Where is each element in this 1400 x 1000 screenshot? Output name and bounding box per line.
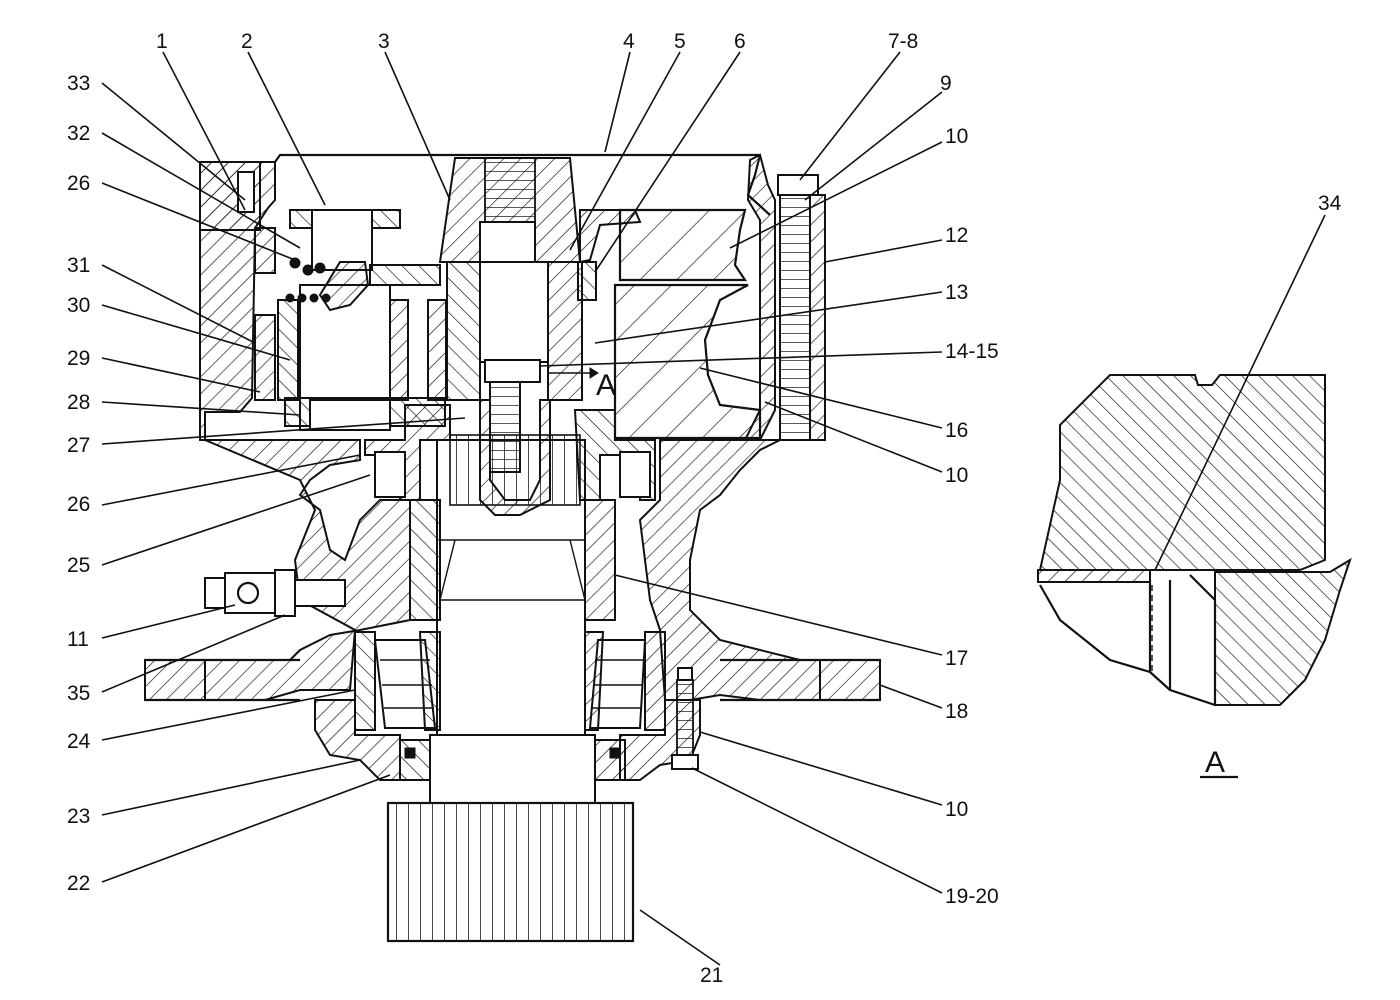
carrier-lower-plate <box>364 404 451 501</box>
callout-27: 27 <box>67 434 90 457</box>
callout-3: 3 <box>378 30 390 53</box>
callout-1: 1 <box>156 30 168 53</box>
callout-7-8: 7-8 <box>888 30 918 53</box>
flange-body <box>145 658 880 702</box>
section-marker-a: A <box>596 369 616 402</box>
detail-view-label: A <box>1205 746 1225 779</box>
callout-32: 32 <box>67 122 90 145</box>
main-section-view: A <box>144 153 881 943</box>
main-housing-left <box>204 439 411 701</box>
breather-fitting <box>204 569 346 617</box>
carrier-lower-plate-right <box>573 409 656 501</box>
shaft-sleeve-right <box>584 499 616 621</box>
callout-17: 17 <box>945 647 968 670</box>
callout-9: 9 <box>940 72 952 95</box>
callout-14-15: 14-15 <box>945 340 999 363</box>
callout-10-top: 10 <box>945 125 968 148</box>
callout-29: 29 <box>67 347 90 370</box>
flange-left-lug <box>144 659 206 701</box>
callout-25: 25 <box>67 554 90 577</box>
callout-2: 2 <box>241 30 253 53</box>
callout-28: 28 <box>67 391 90 414</box>
callout-26-top: 26 <box>67 172 90 195</box>
upper-housing-right-wall <box>743 153 776 441</box>
upper-housing-left-wall <box>199 161 276 441</box>
callout-21: 21 <box>700 964 723 987</box>
output-shaft-neck <box>429 734 596 804</box>
detail-view-a: A <box>1037 374 1352 779</box>
callout-11: 11 <box>67 628 89 651</box>
callout-33: 33 <box>67 72 90 95</box>
callout-13: 13 <box>945 281 968 304</box>
input-shaft-spline <box>484 157 536 223</box>
center-shaft-left-wall <box>446 261 481 401</box>
callout-6: 6 <box>734 30 746 53</box>
pinion-gear <box>386 801 635 943</box>
callout-35: 35 <box>67 682 90 705</box>
callout-4: 4 <box>623 30 635 53</box>
callout-18: 18 <box>945 700 968 723</box>
center-shaft-right-wall <box>547 261 583 401</box>
shaft-sleeve-left <box>409 499 441 621</box>
callout-24: 24 <box>67 730 91 753</box>
taper-roller-bearing <box>354 631 666 731</box>
swing-motor-block-upper <box>618 208 748 282</box>
callout-26-low: 26 <box>67 493 90 516</box>
detail-upper-part <box>1038 374 1326 571</box>
center-shaft-bore <box>479 261 549 363</box>
detail-shim-34 <box>1037 569 1151 583</box>
lower-oil-seal <box>399 739 626 781</box>
callout-22: 22 <box>67 872 90 895</box>
callout-labels: 1 2 3 4 5 6 7-8 9 10 12 13 14-15 16 10 1… <box>67 30 1342 987</box>
detail-lower-part <box>1214 557 1352 706</box>
callout-23: 23 <box>67 805 90 828</box>
callout-31: 31 <box>67 254 90 277</box>
center-hex-bolt <box>479 359 551 516</box>
flange-right-lug <box>819 659 881 701</box>
tie-bolt <box>777 174 826 441</box>
callout-5: 5 <box>674 30 686 53</box>
leader-lines <box>101 51 1326 966</box>
callout-16: 16 <box>945 419 968 442</box>
detail-bore-outline <box>1039 574 1217 707</box>
callout-30: 30 <box>67 294 90 317</box>
callout-10-mid: 10 <box>945 464 968 487</box>
callout-19-20: 19-20 <box>945 885 999 908</box>
callout-12: 12 <box>945 224 968 247</box>
callout-10-low: 10 <box>945 798 968 821</box>
lower-mounting-bolt <box>671 667 699 770</box>
callout-34: 34 <box>1318 192 1342 215</box>
